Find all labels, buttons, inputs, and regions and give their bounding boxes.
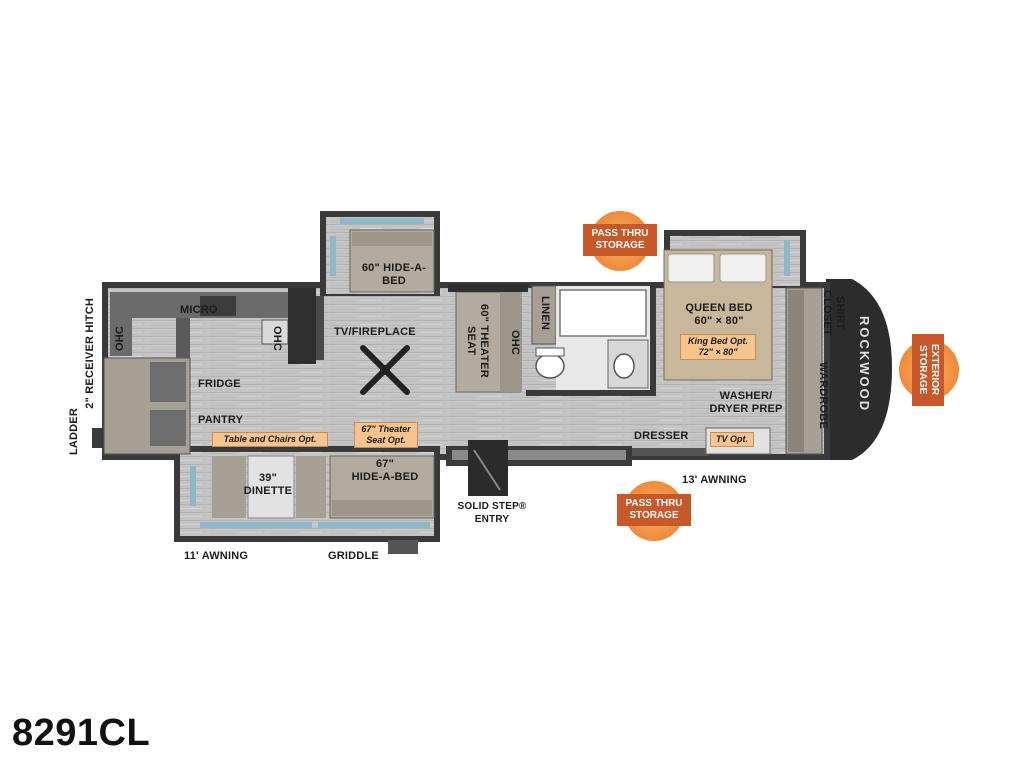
label-receiver-hitch: 2" RECEIVER HITCH bbox=[84, 298, 96, 409]
callout-pass-thru-top-shape bbox=[583, 211, 657, 271]
shower bbox=[559, 289, 647, 337]
label-ladder: LADDER bbox=[68, 408, 80, 456]
label-fridge: FRIDGE bbox=[198, 378, 241, 390]
label-ohc-left: OHC bbox=[114, 326, 126, 352]
toilet bbox=[535, 353, 565, 379]
tv-fireplace-wall bbox=[316, 296, 324, 360]
dinette-bench-left bbox=[212, 456, 246, 518]
label-awning-11: 11' AWNING bbox=[184, 550, 249, 562]
label-shirt-closet: SHIRT CLOSET bbox=[821, 290, 846, 336]
label-wardrobe: WARDROBE bbox=[817, 362, 829, 429]
griddle bbox=[388, 540, 418, 554]
callout-pass-thru-bottom: PASS THRU STORAGE bbox=[625, 498, 683, 521]
label-queen-bed: QUEEN BED 60" × 80" bbox=[685, 302, 753, 327]
label-ohc-mid: OHC bbox=[509, 330, 521, 356]
label-solid-step: SOLID STEP® ENTRY bbox=[457, 501, 527, 525]
ceiling-fan bbox=[360, 345, 410, 395]
dinette-table bbox=[247, 455, 295, 519]
front-cap bbox=[826, 279, 892, 460]
option-table-chairs: Table and Chairs Opt. bbox=[212, 432, 328, 447]
label-griddle: GRIDDLE bbox=[328, 550, 379, 562]
callout-pass-thru-bottom-shape bbox=[617, 481, 691, 541]
label-linen: LINEN bbox=[539, 296, 551, 330]
label-hide-a-bed-bottom: 67" HIDE-A-BED bbox=[351, 458, 419, 483]
label-washer-dryer: WASHER/ DRYER PREP bbox=[709, 390, 783, 415]
dinette-bench-right bbox=[296, 456, 326, 518]
callout-exterior-storage: EXTERIOR STORAGE bbox=[917, 344, 940, 396]
callout-pass-thru-top: PASS THRU STORAGE bbox=[591, 228, 649, 251]
label-hide-a-bed-top: 60" HIDE-A- BED bbox=[361, 262, 427, 287]
bath-sink bbox=[613, 353, 635, 379]
label-dresser: DRESSER bbox=[634, 430, 689, 442]
option-king-bed: King Bed Opt. 72" × 80" bbox=[680, 334, 756, 360]
label-tv-fireplace: TV/FIREPLACE bbox=[334, 326, 416, 338]
ladder bbox=[92, 428, 102, 448]
label-pantry: PANTRY bbox=[198, 414, 244, 426]
solid-step bbox=[468, 440, 508, 496]
label-theater-seat: 60" THEATER SEAT bbox=[465, 304, 490, 378]
label-micro: MICRO bbox=[180, 304, 218, 316]
stove bbox=[200, 296, 236, 316]
option-tv: TV Opt. bbox=[710, 432, 754, 447]
label-ohc-kitchen: OHC bbox=[271, 326, 283, 352]
brand-logo: ROCKWOOD bbox=[857, 316, 872, 413]
label-dinette: 39" DINETTE bbox=[243, 472, 293, 497]
option-theater-seat: 67" Theater Seat Opt. bbox=[354, 422, 418, 448]
callout-exterior-storage-shape bbox=[899, 334, 959, 406]
dresser bbox=[630, 448, 708, 456]
label-awning-13: 13' AWNING bbox=[682, 474, 747, 486]
model-number: 8291CL bbox=[12, 712, 151, 754]
linen-closet bbox=[531, 285, 557, 345]
